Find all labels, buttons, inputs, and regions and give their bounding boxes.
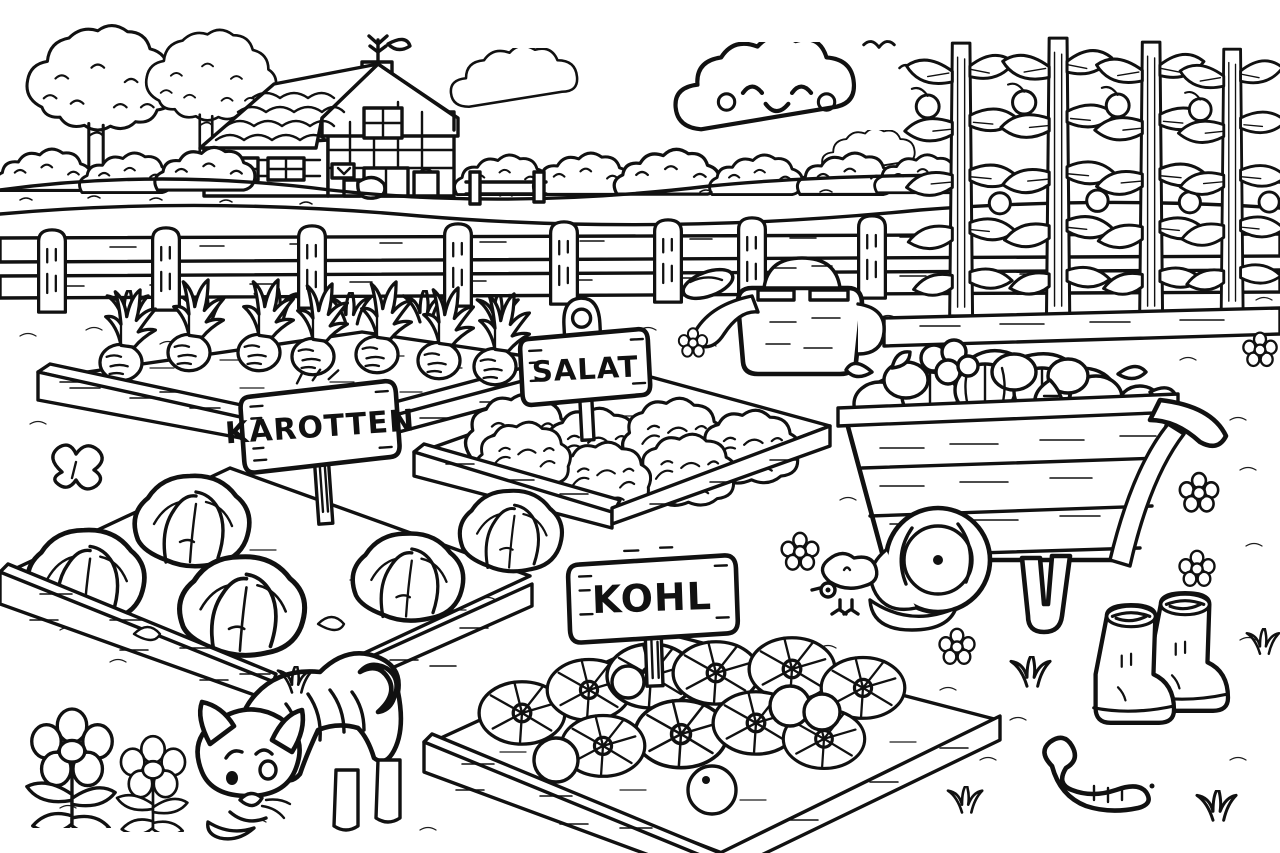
cabbage-head: [460, 491, 562, 572]
watering-can-handle: [856, 302, 886, 356]
fence-far-post: [468, 170, 482, 206]
barn-side-door: [412, 170, 440, 198]
cat-eye-right: [258, 759, 278, 781]
barn-roof-shingles: [214, 91, 346, 142]
barn-roof-right-edge: [376, 62, 456, 132]
sign-kohl-board: [565, 553, 741, 645]
sign-kohl-label: KOHL: [591, 574, 713, 622]
fence-post-1: [36, 228, 68, 314]
watering-can-slots: [756, 288, 850, 302]
barn-window-left-2-mullion: [266, 156, 306, 182]
wheelbarrow-handle: [1147, 397, 1229, 449]
kale-bed-frame-front: [422, 740, 700, 853]
kale-plant: [632, 698, 730, 770]
watering-can-rose: [681, 267, 735, 301]
cat-leg-back-2: [374, 758, 402, 824]
cat-ear-right: [269, 707, 306, 755]
wheelbarrow-leg: [1019, 553, 1073, 635]
barn-gable-window-mullion: [362, 106, 404, 140]
sign-salat-board: [517, 326, 653, 408]
cat-leg-back: [332, 768, 360, 832]
butterfly: [51, 443, 104, 491]
cat-ear-left: [197, 699, 237, 747]
worm: [1042, 735, 1155, 813]
fence-far-post-2: [532, 170, 546, 204]
cabbage-head: [135, 476, 250, 566]
rubber-boots-pair: [1094, 593, 1228, 723]
fence-post-8: [856, 214, 888, 300]
sign-karotten[interactable]: KAROTTEN: [221, 363, 422, 530]
kale-bulbs: [532, 664, 842, 816]
cat-eye-left: [226, 771, 238, 785]
sign-karotten-board: [238, 378, 402, 475]
cat-striped: [195, 651, 404, 841]
weathervane-icon: [367, 34, 412, 64]
sign-salat[interactable]: SALAT: [517, 295, 653, 444]
cat-head: [195, 699, 306, 841]
bed-kale: [422, 632, 1002, 853]
wheelbarrow-wheel: [868, 505, 993, 632]
sign-salat-label: SALAT: [531, 349, 639, 389]
barn-hay-hatch: [330, 162, 356, 180]
sign-kohl[interactable]: KOHL: [565, 545, 741, 689]
kale-bed-frame-right: [720, 714, 1002, 853]
watering-can: [681, 256, 886, 377]
cabbage-head: [353, 533, 463, 620]
bird-ground: [810, 551, 879, 616]
cat-tail: [357, 662, 399, 715]
lettuce-bed-frame-right: [610, 424, 832, 526]
wheelbarrow: [836, 338, 1229, 635]
cat-brows: [224, 748, 274, 760]
sign-salat-ring: [570, 307, 593, 329]
cat-mouth: [228, 810, 268, 823]
wheelbarrow-fender: [869, 548, 918, 612]
fence-post-5: [548, 220, 580, 306]
wheelbarrow-wheel-shadow: [868, 598, 958, 632]
cat-paw: [206, 820, 256, 841]
fence-post-6: [652, 218, 684, 304]
cat-muzzle: [238, 791, 264, 808]
wheelbarrow-strut: [1108, 422, 1186, 568]
cat-whiskers: [260, 798, 292, 820]
fence-post-2: [150, 226, 182, 312]
